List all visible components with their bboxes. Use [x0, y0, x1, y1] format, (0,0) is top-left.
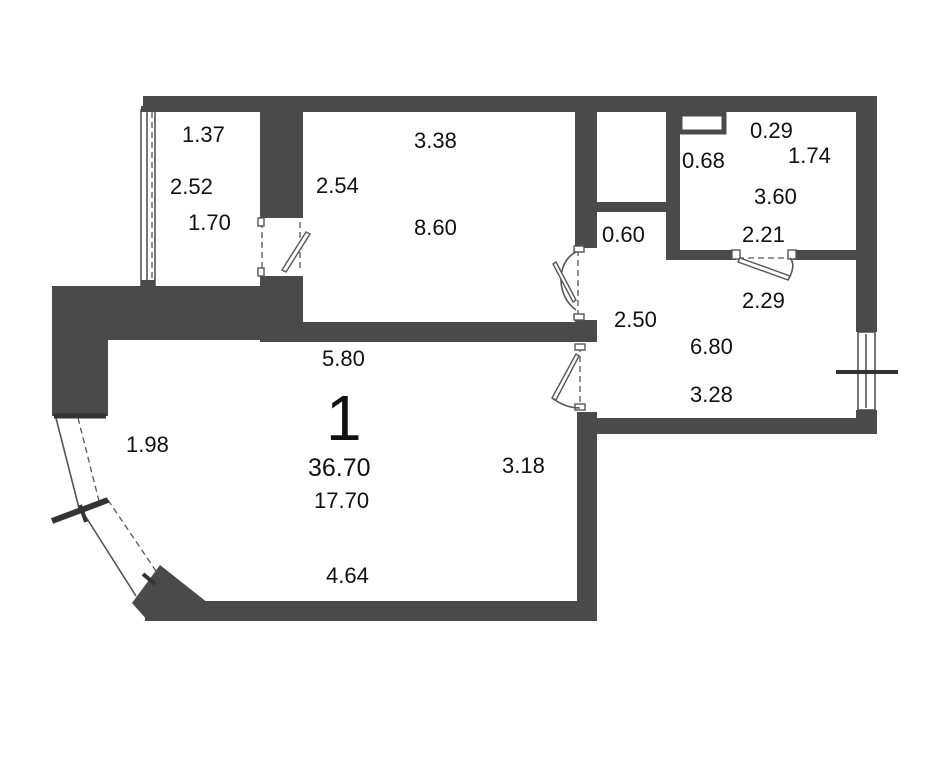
living-width-label: 5.80	[322, 346, 365, 371]
rooms-count-label: 1	[326, 382, 362, 454]
balcony-area-label: 1.70	[188, 210, 231, 235]
living-area-label: 17.70	[314, 488, 369, 513]
niche-wall-left	[583, 112, 597, 212]
right-outer-wall-upper	[856, 96, 877, 332]
kitchen-entrance-stub	[575, 320, 597, 342]
windows	[50, 106, 898, 597]
kitchen-bottom-wall	[577, 418, 877, 434]
balcony-partition-lower	[260, 276, 303, 324]
bathroom-bottom-wall-left	[666, 250, 736, 260]
bathroom-area-label: 3.60	[754, 184, 797, 209]
vent-box	[677, 111, 727, 135]
niche-wall-bottom	[583, 202, 680, 212]
balcony-door	[257, 217, 312, 277]
living-bottom-wall	[145, 601, 597, 621]
bathroom-door	[731, 249, 797, 281]
bathroom-d2-label: 0.68	[682, 148, 725, 173]
walls	[52, 96, 877, 621]
living-left-wall	[52, 286, 260, 416]
kitchen-depth-label: 2.50	[614, 307, 657, 332]
kitchen-d2-label: 2.29	[742, 288, 785, 313]
balcony-partition-upper	[260, 96, 303, 218]
living-bottom-label: 4.64	[326, 563, 369, 588]
living-depth-label: 3.18	[502, 453, 545, 478]
living-bay-label: 1.98	[126, 432, 169, 457]
balcony-width-label: 1.37	[182, 122, 225, 147]
room-depth-label: 2.54	[316, 173, 359, 198]
bathroom-depth-label: 2.21	[742, 222, 785, 247]
room-door	[552, 245, 597, 321]
kitchen-width-label: 3.28	[690, 382, 733, 407]
middle-horizontal-wall	[260, 322, 577, 342]
total-area-label: 36.70	[308, 454, 371, 482]
niche-wall-right	[666, 112, 680, 257]
bathroom-bottom-wall-right	[793, 250, 877, 260]
living-door	[551, 342, 597, 412]
bay-corner-wall	[132, 565, 208, 621]
kitchen-d1-label: 0.60	[602, 222, 645, 247]
balcony-length-label: 2.52	[170, 174, 213, 199]
kitchen-area-label: 6.80	[690, 334, 733, 359]
room-width-label: 3.38	[414, 128, 457, 153]
bathroom-width-label: 1.74	[788, 143, 831, 168]
top-wall	[143, 96, 877, 112]
living-right-wall	[577, 412, 597, 621]
bathroom-d1-label: 0.29	[750, 118, 793, 143]
balcony-window	[140, 109, 156, 287]
doors	[257, 217, 797, 412]
room-area-label: 8.60	[414, 215, 457, 240]
